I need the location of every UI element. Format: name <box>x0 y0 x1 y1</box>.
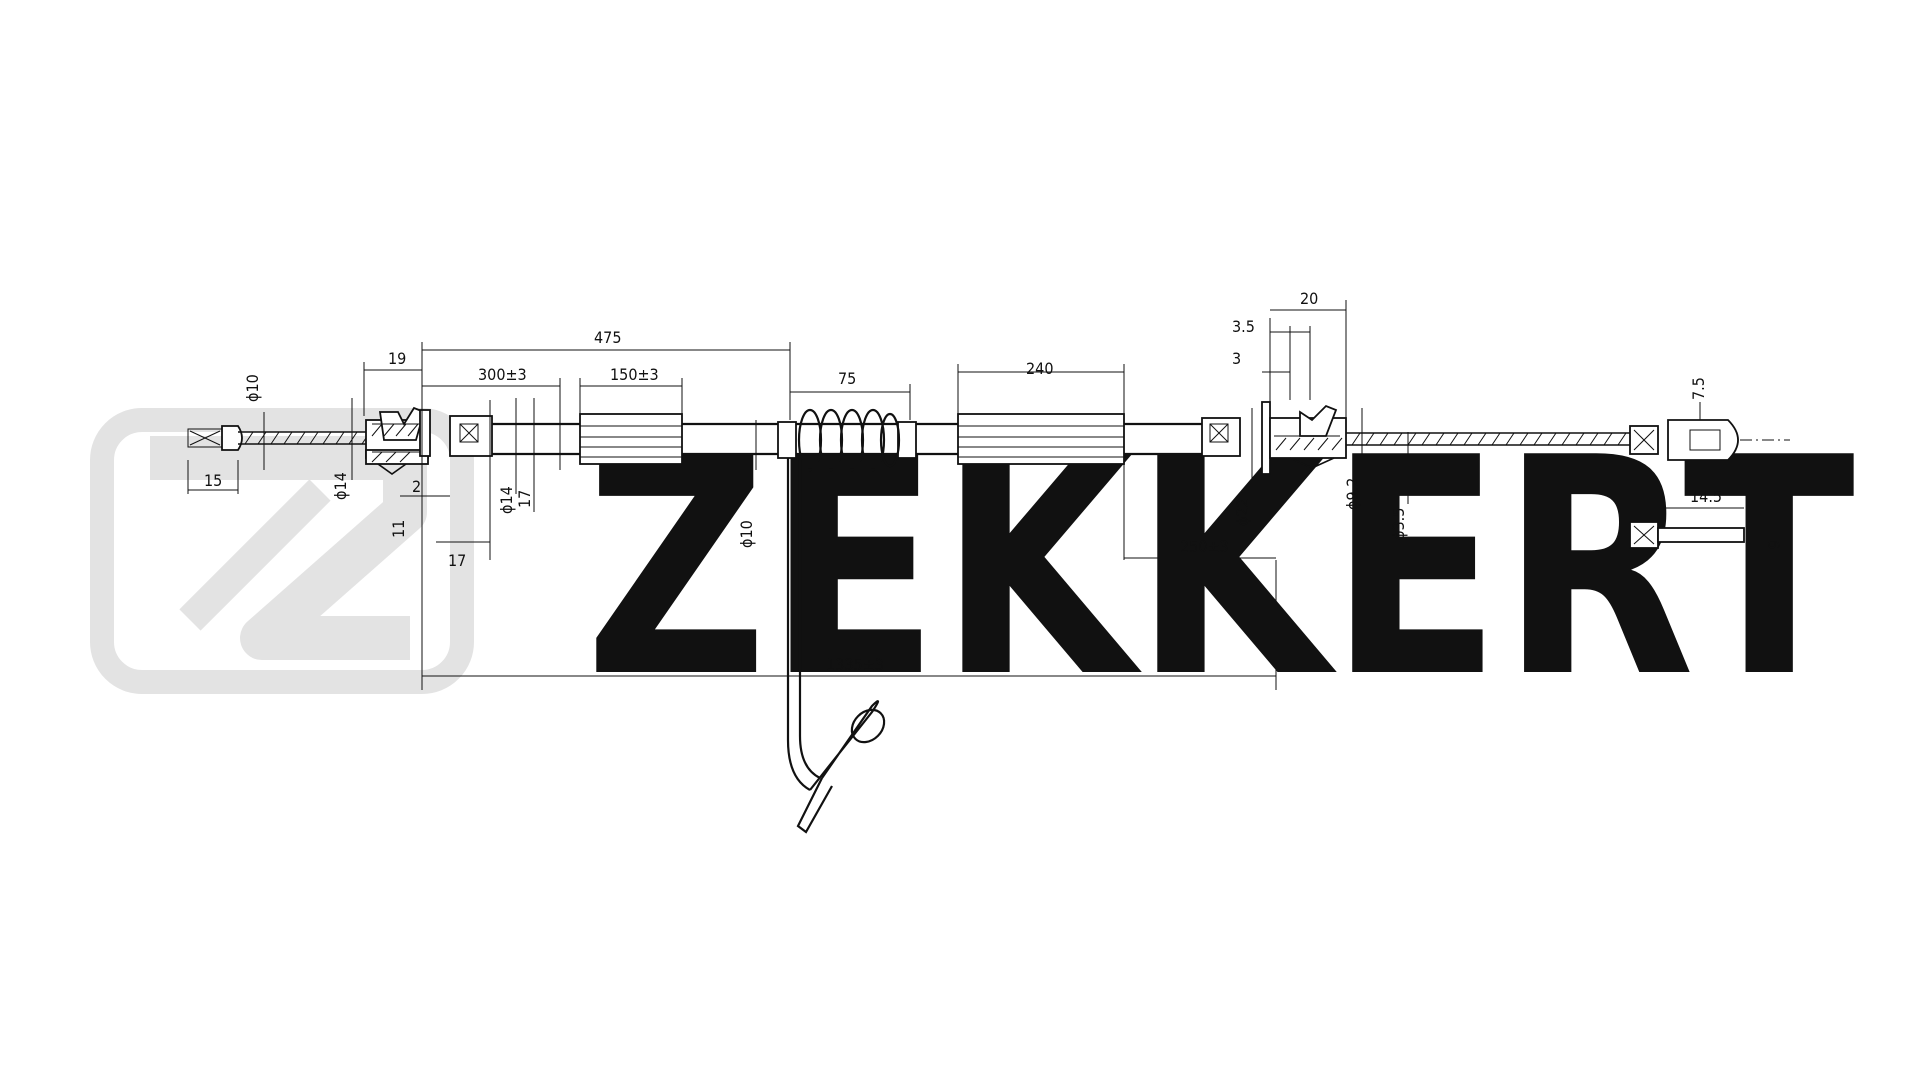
dim-phi10-branch: ϕ10 <box>737 520 756 548</box>
dimension-labels: 19 475 300±3 150±3 75 240 20 3.5 3 7.5 ϕ… <box>204 289 1783 674</box>
dim-19: 19 <box>388 349 406 368</box>
dim-250: 250±3 <box>1180 537 1229 556</box>
dim-20: 20 <box>1300 289 1318 308</box>
left-wire-hatch <box>244 431 371 445</box>
dim-phi22: ϕ22 <box>1233 498 1252 526</box>
branch-cable <box>786 458 886 834</box>
right-wire-hatch <box>1351 432 1627 446</box>
dim-phi14-left: ϕ14 <box>331 472 350 500</box>
logo-emblem-stroke <box>179 479 331 631</box>
left-end-nipple <box>221 425 243 451</box>
dim-300: 300±3 <box>478 365 527 384</box>
dim-3: 3 <box>1232 349 1241 368</box>
dim-17-bottom: 17 <box>448 551 466 570</box>
cable-assembly <box>187 401 1790 834</box>
left-crimp-box <box>449 415 493 457</box>
dim-6: 6 <box>1764 540 1783 549</box>
dim-15: 15 <box>204 471 222 490</box>
spring-stop-left <box>777 421 797 459</box>
dim-17-vert: 17 <box>515 490 534 508</box>
gaiter-2 <box>957 413 1125 465</box>
right-end-barrel <box>1667 419 1739 461</box>
dim-phi3-5: ϕ3.5 <box>1389 508 1408 540</box>
dim-240: 240 <box>1026 359 1053 378</box>
dim-1335: 1335±3 <box>826 655 884 674</box>
spring-stop-right <box>897 421 917 459</box>
detail-end-pin <box>1657 527 1745 543</box>
logo-emblem-z <box>150 436 427 660</box>
dim-phi9-2: ϕ9.2 <box>1343 478 1362 510</box>
dim-7-5: 7.5 <box>1689 377 1708 400</box>
dim-2: 2 <box>412 477 421 496</box>
left-clip-hatch <box>371 423 419 463</box>
dim-phi10-left: ϕ10 <box>243 374 262 402</box>
dimension-lines <box>187 300 1773 690</box>
dim-11: 11 <box>389 520 408 538</box>
dim-75: 75 <box>838 369 856 388</box>
dim-150: 150±3 <box>610 365 659 384</box>
dim-3-5: 3.5 <box>1232 317 1255 336</box>
logo-emblem-frame <box>90 408 474 694</box>
gaiter-1 <box>579 413 683 465</box>
dim-14-5: 14.5 <box>1690 487 1722 506</box>
coil-spring <box>797 408 901 472</box>
dim-phi14: ϕ14 <box>497 486 516 514</box>
dim-475: 475 <box>594 328 621 347</box>
